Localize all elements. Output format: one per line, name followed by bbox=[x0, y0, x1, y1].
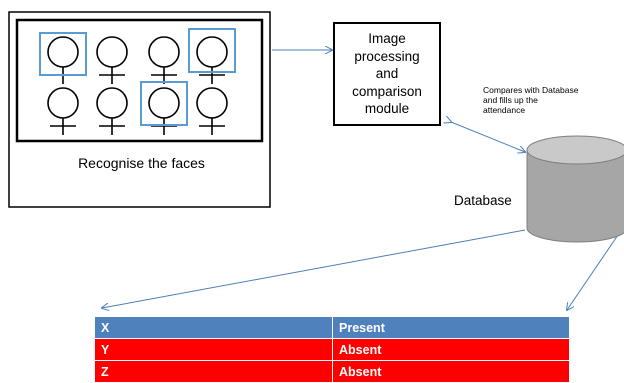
face-figure bbox=[47, 87, 79, 135]
table-row: X Present bbox=[94, 316, 570, 339]
table-row: Y Absent bbox=[94, 338, 570, 361]
student-name-cell: X bbox=[94, 316, 333, 339]
arrow-db-to-table-right bbox=[567, 231, 621, 310]
attendance-table: X Present Y Absent Z Absent bbox=[94, 316, 570, 383]
student-name-cell: Y bbox=[94, 338, 333, 361]
face-figure bbox=[196, 87, 228, 135]
face-highlight-boxes bbox=[39, 28, 236, 126]
face-figure bbox=[196, 36, 228, 84]
face-figures bbox=[47, 36, 228, 135]
module-label-line: and bbox=[375, 66, 399, 81]
table-row: Z Absent bbox=[94, 360, 570, 383]
face-figure bbox=[96, 36, 128, 84]
face-highlight-box bbox=[39, 32, 87, 76]
face-figure bbox=[96, 87, 128, 135]
note-line: and fills up the bbox=[483, 95, 538, 105]
face-highlight-box bbox=[140, 81, 188, 126]
attendance-status-cell: Absent bbox=[332, 360, 570, 383]
attendance-status-cell: Absent bbox=[332, 338, 570, 361]
note-line: Compares with Database bbox=[483, 85, 579, 95]
note-line: attendance bbox=[483, 105, 526, 115]
module-label-line: module bbox=[364, 101, 410, 116]
module-label-line: Image bbox=[368, 31, 406, 46]
arrow-module-database bbox=[451, 122, 525, 152]
faces-caption: Recognise the faces bbox=[78, 155, 205, 171]
database-cylinder bbox=[526, 135, 624, 243]
student-name-cell: Z bbox=[94, 360, 333, 383]
face-figure bbox=[148, 36, 180, 84]
face-highlight-box bbox=[188, 28, 236, 73]
attendance-status-cell: Present bbox=[332, 316, 570, 339]
module-label-line: comparison bbox=[352, 83, 422, 99]
module-label-line: processing bbox=[354, 48, 420, 64]
faces-panel-inner bbox=[15, 18, 264, 143]
comparison-module-label: Image processing and comparison module bbox=[337, 30, 437, 118]
comparison-module-box bbox=[333, 22, 441, 126]
comparison-note: Compares with Database and fills up the … bbox=[483, 85, 613, 115]
arrow-db-to-table-left bbox=[102, 229, 526, 308]
database-label: Database bbox=[454, 193, 512, 208]
